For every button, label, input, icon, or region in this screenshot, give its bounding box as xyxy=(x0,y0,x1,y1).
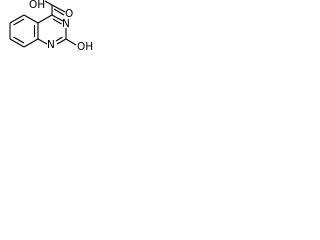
pyrimidine-ring xyxy=(37,14,67,45)
c2-n1-bond xyxy=(56,38,67,45)
benzene-ring xyxy=(9,14,39,48)
carboxyl-oh-bond xyxy=(44,0,53,6)
benzene-double-bond xyxy=(13,36,25,44)
benzene-double-bond xyxy=(13,18,25,26)
benzene-bond xyxy=(23,38,39,48)
carbonyl-bond xyxy=(51,4,66,13)
carboxyl-oh-label: OH xyxy=(29,0,45,11)
n3-label: N xyxy=(62,18,70,30)
benzene-bond xyxy=(9,14,25,24)
c4-c4a-bond xyxy=(37,14,53,24)
carbonyl-o-label: O xyxy=(65,8,73,20)
n1-c8a-bond xyxy=(37,38,48,45)
carboxylic-acid-group xyxy=(44,0,66,16)
benzene-bond xyxy=(23,14,39,24)
benzene-bond xyxy=(9,38,25,48)
n1-label: N xyxy=(47,39,55,51)
c2-n1-double-bond xyxy=(55,36,63,42)
c2-hydroxyl-bond xyxy=(65,38,77,46)
c4-n3-double-bond xyxy=(52,18,62,25)
carbonyl-double-bond xyxy=(53,8,65,16)
c4-n3-bond xyxy=(51,14,64,22)
hydroxyl-oh-label: OH xyxy=(77,41,93,53)
quinazoline-structure-diagram: OH O N N OH xyxy=(9,0,93,53)
